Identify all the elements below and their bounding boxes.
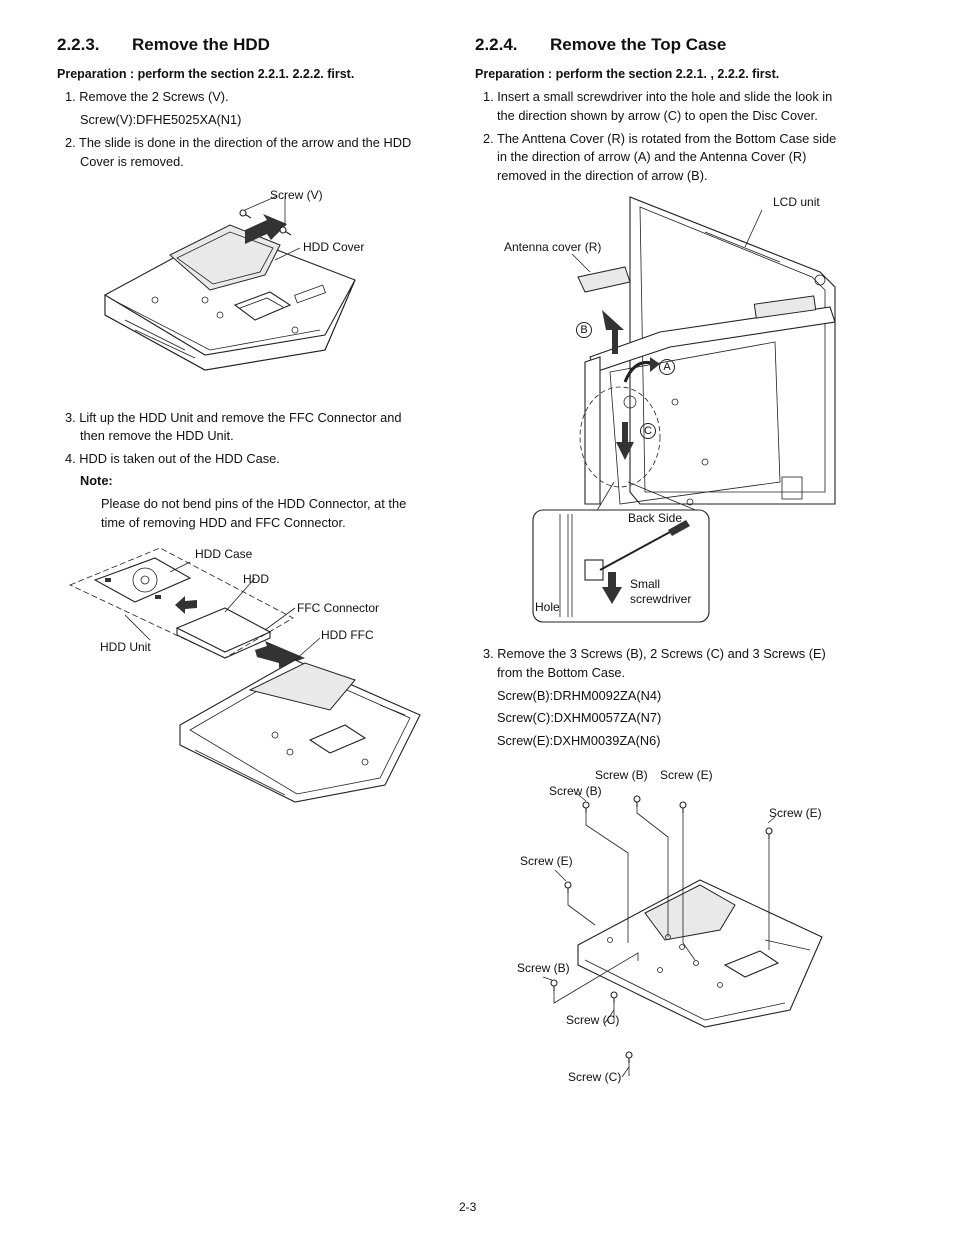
- marker-c: C: [640, 423, 656, 439]
- label-hdd: HDD: [243, 572, 269, 586]
- label-screw-e-2: Screw (E): [769, 806, 822, 820]
- label-antenna-cover: Antenna cover (R): [504, 240, 602, 254]
- section-heading-remove-top-case: 2.2.4. Remove the Top Case: [475, 35, 726, 55]
- marker-b: B: [576, 322, 592, 338]
- step-2-line-2: Cover is removed.: [80, 154, 184, 169]
- bottom-case-illustration: [542, 792, 823, 1078]
- laptop-side-illustration: [532, 196, 836, 623]
- label-hole: Hole: [535, 600, 560, 614]
- step-1-line-2: the direction shown by arrow (C) to open…: [497, 108, 818, 123]
- label-hdd-case: HDD Case: [195, 547, 253, 561]
- section-heading-remove-hdd: 2.2.3. Remove the HDD: [57, 35, 270, 55]
- label-screw-e-1: Screw (E): [660, 768, 713, 782]
- label-hdd-ffc: HDD FFC: [321, 628, 374, 642]
- label-screw-e-3: Screw (E): [520, 854, 573, 868]
- label-screwdriver: screwdriver: [630, 592, 692, 606]
- screw-v-icon: [239, 209, 252, 219]
- section-number: 2.2.4.: [475, 35, 518, 54]
- step-2-line-3: removed in the direction of arrow (B).: [497, 168, 708, 183]
- step-2-line-1: 2. The Anttena Cover (R) is rotated from…: [483, 131, 837, 146]
- hdd-unit-illustration: [69, 547, 421, 803]
- step-3-line-1: 3. Lift up the HDD Unit and remove the F…: [65, 410, 402, 425]
- label-small: Small: [630, 577, 661, 591]
- figure-antenna-cover-removal: LCD unit Antenna cover (R) B A C Back Si…: [500, 192, 850, 623]
- step-3-line-1: 3. Remove the 3 Screws (B), 2 Screws (C)…: [483, 646, 826, 661]
- step-1: 1. Remove the 2 Screws (V).: [65, 89, 229, 104]
- note-line-2: time of removing HDD and FFC Connector.: [101, 515, 346, 530]
- label-ffc-connector: FFC Connector: [297, 601, 380, 615]
- screw-b-part-number: Screw(B):DRHM0092ZA(N4): [497, 688, 662, 703]
- step-3-line-2: then remove the HDD Unit.: [80, 428, 234, 443]
- screw-icon: [550, 795, 773, 1063]
- step-2-line-2: in the direction of arrow (A) and the An…: [497, 149, 807, 164]
- screw-c-part-number: Screw(C):DXHM0057ZA(N7): [497, 710, 662, 725]
- laptop-bottom-illustration: [104, 195, 356, 371]
- note-line-1: Please do not bend pins of the HDD Conne…: [101, 496, 407, 511]
- label-screw-b-1: Screw (B): [595, 768, 648, 782]
- section-title: Remove the Top Case: [550, 35, 727, 54]
- step-3-line-2: from the Bottom Case.: [497, 665, 626, 680]
- screw-v-part-number: Screw(V):DFHE5025XA(N1): [80, 112, 242, 127]
- preparation-note: Preparation : perform the section 2.2.1.…: [475, 67, 780, 81]
- step-2-line-1: 2. The slide is done in the direction of…: [65, 135, 412, 150]
- label-hdd-unit: HDD Unit: [100, 640, 151, 654]
- preparation-note: Preparation : perform the section 2.2.1.…: [57, 67, 355, 81]
- step-4: 4. HDD is taken out of the HDD Case.: [65, 451, 280, 466]
- label-screw-v: Screw (V): [270, 188, 323, 202]
- note-label: Note:: [80, 473, 113, 488]
- figure-hdd-unit-removal: HDD Case HDD FFC Connector HDD FFC HDD U…: [65, 540, 445, 810]
- label-screw-c-2: Screw (C): [568, 1070, 622, 1084]
- step-1-line-1: 1. Insert a small screwdriver into the h…: [483, 89, 833, 104]
- marker-a: A: [659, 359, 675, 375]
- figure-bottom-case-screws: Screw (B) Screw (E) Screw (B) Screw (E) …: [510, 765, 840, 1090]
- label-back-side: Back Side: [628, 511, 683, 525]
- label-screw-b-2: Screw (B): [549, 784, 602, 798]
- label-lcd-unit: LCD unit: [773, 195, 820, 209]
- figure-hdd-cover-removal: Screw (V) HDD Cover: [95, 180, 435, 380]
- label-hdd-cover: HDD Cover: [303, 240, 365, 254]
- section-title: Remove the HDD: [132, 35, 270, 54]
- label-screw-b-3: Screw (B): [517, 961, 570, 975]
- page-number: 2-3: [459, 1200, 477, 1214]
- screw-e-part-number: Screw(E):DXHM0039ZA(N6): [497, 733, 661, 748]
- label-screw-c-1: Screw (C): [566, 1013, 620, 1027]
- section-number: 2.2.3.: [57, 35, 100, 54]
